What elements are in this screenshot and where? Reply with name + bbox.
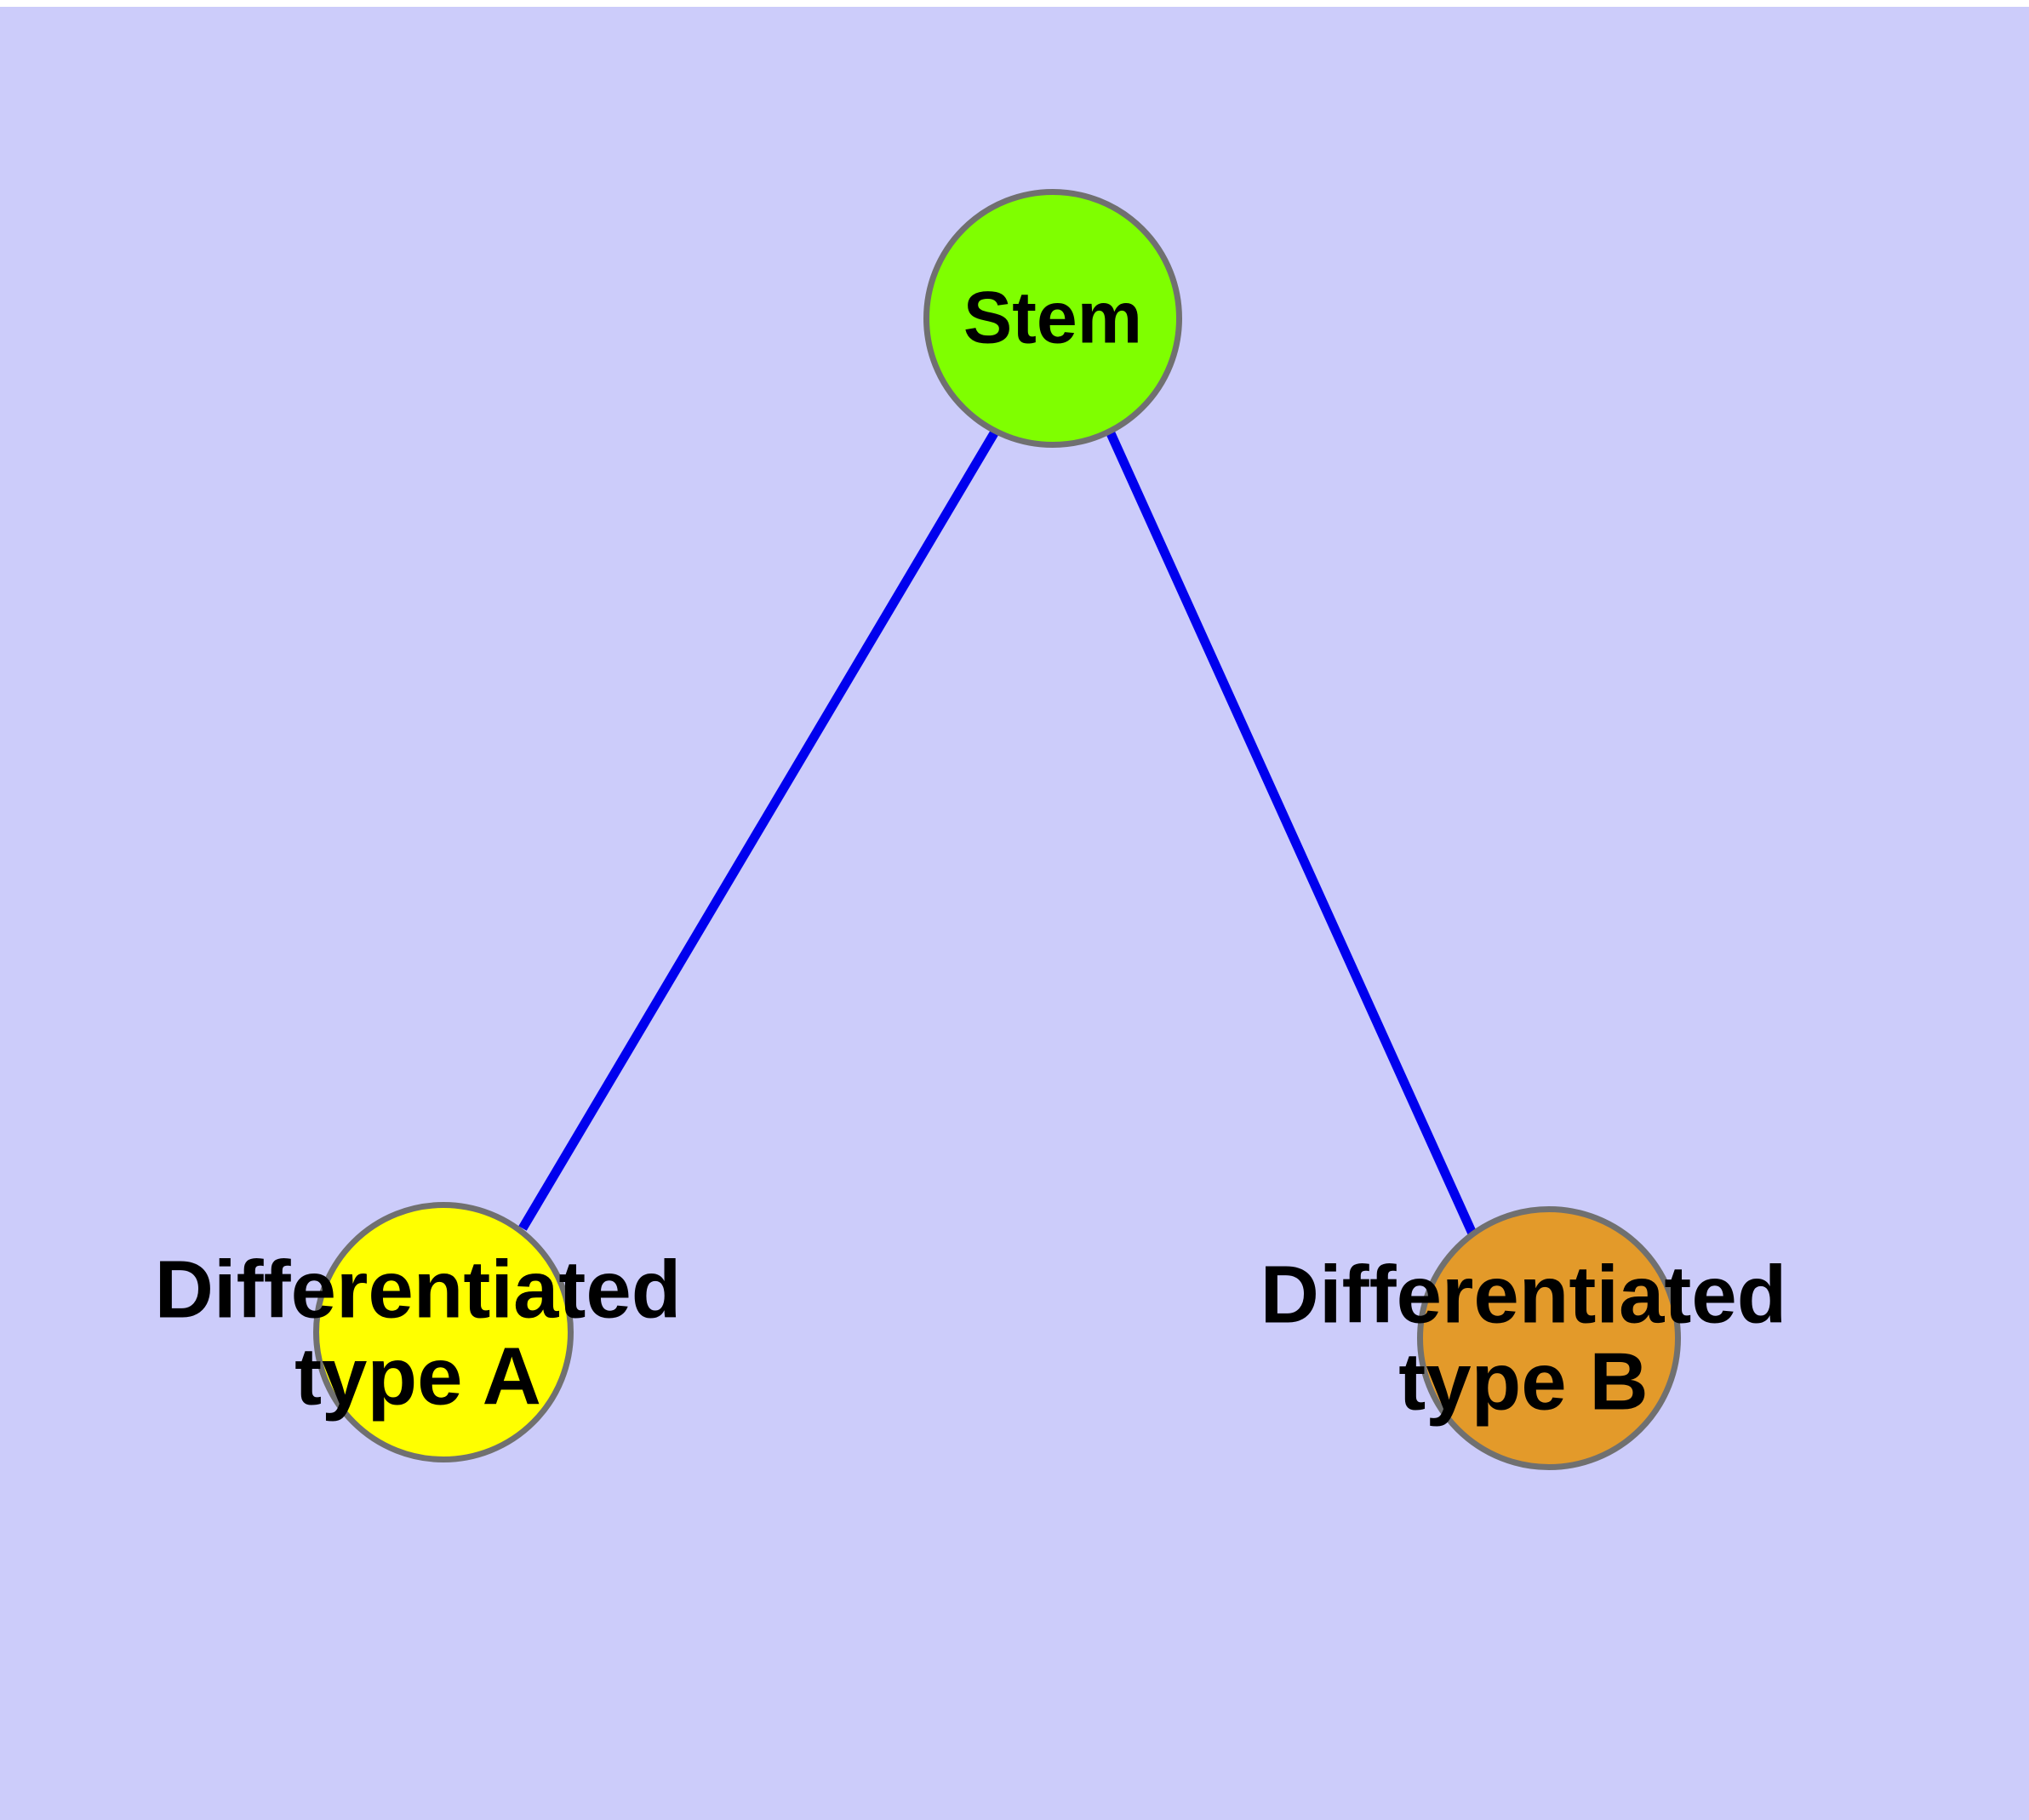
edge-stem-to-diff-b[interactable] bbox=[1106, 431, 1477, 1236]
node-diff-b-circle[interactable] bbox=[1417, 1206, 1681, 1470]
node-stem-circle[interactable] bbox=[923, 189, 1182, 448]
edge-layer bbox=[518, 431, 1477, 1236]
node-layer bbox=[313, 189, 1681, 1470]
node-diff-a-circle[interactable] bbox=[313, 1202, 574, 1462]
edge-stem-to-diff-a[interactable] bbox=[518, 431, 998, 1231]
